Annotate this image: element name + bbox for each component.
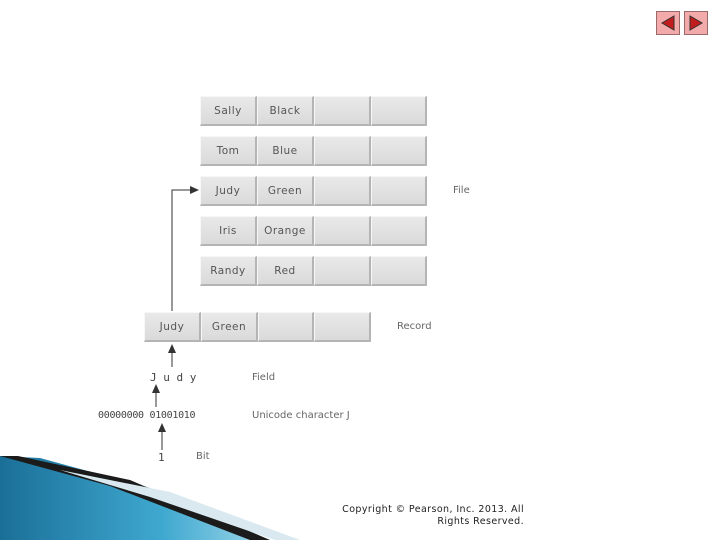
- unicode-label: Unicode character J: [252, 410, 350, 421]
- record-field-first: Tom: [200, 136, 257, 166]
- record-field-first: Randy: [200, 256, 257, 286]
- record-field-first: Judy: [144, 312, 201, 342]
- bits-text: 00000000 01001010: [98, 410, 196, 421]
- record-field-empty: [314, 136, 371, 166]
- record-field-first: Judy: [200, 176, 257, 206]
- record-field-last: Red: [257, 256, 314, 286]
- record-field-last: Orange: [257, 216, 314, 246]
- swoosh-black: [0, 456, 270, 540]
- record-field-empty: [371, 176, 427, 206]
- record-field-empty: [371, 96, 427, 126]
- record-field-last: Green: [257, 176, 314, 206]
- field-label: Field: [252, 372, 276, 383]
- record-label: Record: [397, 321, 432, 332]
- swoosh-light: [60, 470, 300, 540]
- record-field-last: Green: [201, 312, 258, 342]
- arrowhead: [152, 384, 160, 393]
- copyright-line-1: Copyright © Pearson, Inc. 2013. All: [342, 504, 524, 515]
- previous-slide-button[interactable]: [656, 11, 680, 35]
- record-field-empty: [371, 256, 427, 286]
- record-field-empty: [314, 312, 371, 342]
- bit-value: 1: [158, 451, 165, 464]
- record-field-empty: [314, 216, 371, 246]
- field-letters: J u d y: [150, 371, 197, 384]
- record-field-empty: [258, 312, 314, 342]
- arrowhead: [158, 423, 166, 432]
- record-field-first: Iris: [200, 216, 257, 246]
- record-field-empty: [371, 216, 427, 246]
- next-slide-button[interactable]: [684, 11, 708, 35]
- record-field-empty: [314, 256, 371, 286]
- triangle-right-icon: [689, 15, 703, 31]
- arrow-record-to-file: [171, 189, 192, 311]
- record-field-empty: [314, 96, 371, 126]
- bit-label: Bit: [196, 451, 210, 462]
- record-field-empty: [314, 176, 371, 206]
- record-field-last: Blue: [257, 136, 314, 166]
- arrowhead: [168, 344, 176, 353]
- record-field-last: Black: [257, 96, 314, 126]
- file-label: File: [453, 185, 470, 196]
- arrowhead: [190, 186, 199, 194]
- copyright-notice: Copyright © Pearson, Inc. 2013. All Righ…: [342, 504, 524, 528]
- record-field-empty: [371, 136, 427, 166]
- copyright-line-2: Rights Reserved.: [437, 516, 524, 527]
- record-field-first: Sally: [200, 96, 257, 126]
- triangle-left-icon: [661, 15, 675, 31]
